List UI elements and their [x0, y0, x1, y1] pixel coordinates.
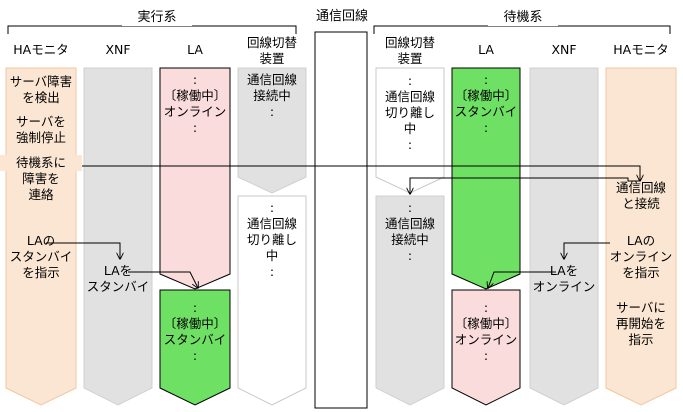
switch-left-disconnected-text: :通信回線切り離し中: — [246, 200, 297, 279]
ha-right-connect-text: 通信回線と接続 — [615, 180, 666, 211]
ha-monitor-left-bar — [5, 67, 77, 406]
ha-right-restart-text: サーバに再開始を指示 — [615, 300, 666, 347]
switch-left-header: 回線切替装置 — [246, 35, 297, 66]
standby-group-label: 待機系 — [488, 10, 558, 26]
switch-right-disconnected-block — [375, 67, 445, 194]
ha-left-instruct-text: LAのスタンバイを指示 — [9, 233, 73, 280]
la-left-online-text: :〔稼働中〕オンライン: — [163, 72, 227, 135]
xnf-left-standby-text: LAをスタンバイ — [86, 263, 150, 294]
xnf-left-bar — [83, 67, 153, 406]
comm-line-label: 通信回線 — [302, 9, 382, 25]
la-left-online-block — [159, 67, 231, 290]
switch-right-header: 回線切替装置 — [384, 35, 435, 66]
arrow-instruct-la-online — [564, 242, 610, 259]
arrow-notify-standby — [56, 165, 640, 181]
switch-left-connected-block — [237, 67, 307, 194]
switch-left-disconnected-block — [237, 195, 307, 406]
la-left-standby-text: :〔稼働中〕スタンバイ: — [163, 300, 227, 363]
ha-monitor-right-header: HAモニタ — [613, 42, 669, 57]
ha-monitor-left-header: HAモニタ — [13, 42, 69, 57]
arrow-instruct-la-standby — [46, 242, 120, 259]
arrow-la-to-online — [488, 271, 556, 288]
active-group-bracket — [7, 25, 297, 34]
xnf-right-bar — [529, 67, 599, 406]
la-right-header: LA — [478, 42, 494, 57]
ha-left-notify-text: 待機系に障害を連絡 — [0, 155, 82, 203]
la-left-standby-block — [159, 289, 231, 406]
switch-right-disconnected-text: :通信回線切り離し中: — [384, 73, 435, 152]
switch-right-connected-block — [375, 195, 445, 406]
arrow-la-to-standby — [128, 271, 198, 288]
switch-right-connected-text: :通信回線接続中: — [384, 200, 435, 263]
standby-group-bracket — [373, 25, 671, 34]
la-right-online-block — [451, 289, 521, 406]
active-group-label: 実行系 — [122, 10, 192, 26]
la-left-header: LA — [187, 42, 203, 57]
ha-left-stop-text: サーバを強制停止 — [15, 114, 66, 145]
la-right-online-text: :〔稼働中〕オンライン: — [454, 300, 518, 363]
la-right-standby-text: :〔稼働中〕スタンバイ: — [454, 72, 518, 135]
switch-left-connected-text: 通信回線接続中: — [246, 72, 297, 119]
ha-left-detect-text: サーバ障害を検出 — [9, 74, 73, 105]
comm-line-box — [314, 31, 368, 409]
xnf-left-header: XNF — [105, 42, 131, 57]
arrow-connect-line — [410, 177, 640, 194]
ha-right-instruct-text: LAのオンラインを指示 — [609, 233, 673, 280]
xnf-right-header: XNF — [551, 42, 577, 57]
ha-monitor-right-bar — [605, 67, 677, 406]
xnf-right-online-text: LAをオンライン — [532, 263, 596, 294]
